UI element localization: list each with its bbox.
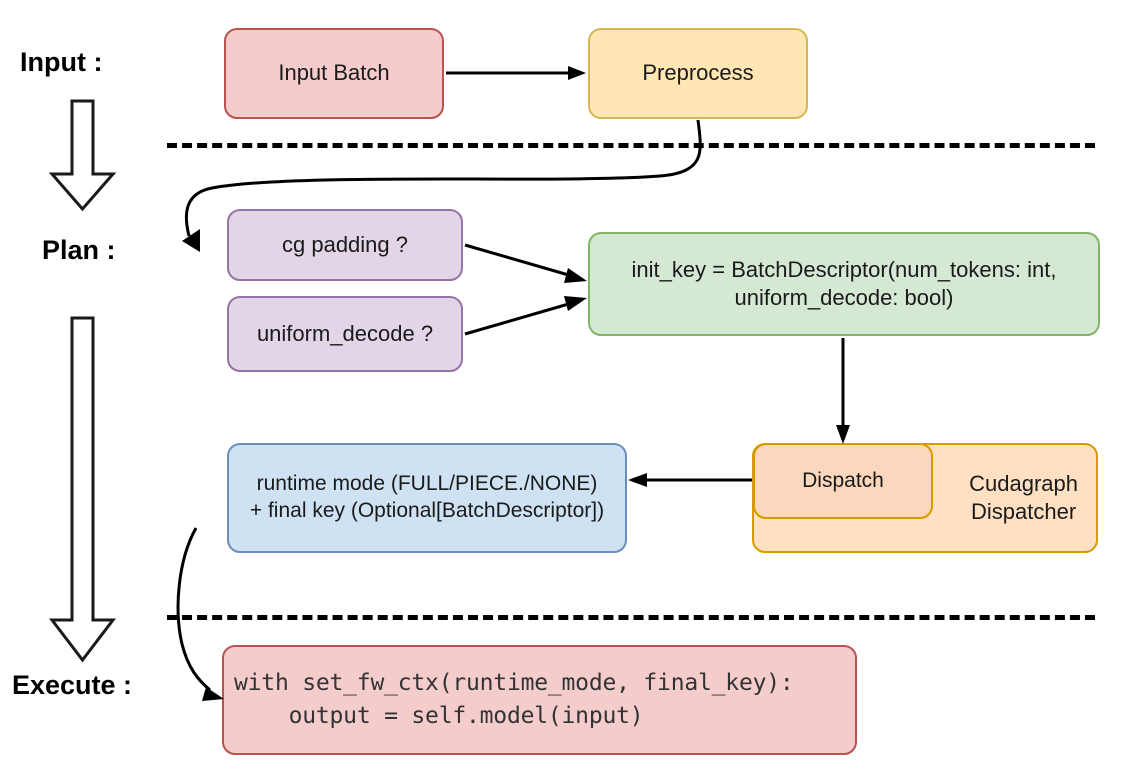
- node-runtime-mode[interactable]: runtime mode (FULL/PIECE./NONE) + final …: [227, 443, 627, 553]
- node-runtime-mode-label: runtime mode (FULL/PIECE./NONE) + final …: [249, 472, 605, 522]
- block-arrow-plan-to-execute: [48, 316, 117, 663]
- conn-input-batch-to-preprocess: [446, 66, 586, 80]
- node-uniform-decode-label: uniform_decode ?: [256, 320, 434, 346]
- node-dispatch[interactable]: Dispatch: [753, 443, 933, 519]
- conn-dispatch-to-runtime-mode: [628, 473, 752, 487]
- node-cudagraph-dispatcher-label: Cudagraph Dispatcher: [969, 470, 1078, 524]
- node-uniform-decode[interactable]: uniform_decode ?: [227, 296, 463, 372]
- node-preprocess[interactable]: Preprocess: [588, 28, 808, 119]
- conn-cg-padding-to-init-key: [464, 243, 587, 283]
- node-execute-code-label: with set_fw_ctx(runtime_mode, final_key)…: [234, 670, 794, 729]
- stage-label-plan: Plan :: [42, 235, 116, 265]
- stage-label-execute: Execute :: [12, 670, 133, 700]
- node-init-key-label: init_key = BatchDescriptor(num_tokens: i…: [631, 256, 1057, 310]
- node-input-batch[interactable]: Input Batch: [224, 28, 444, 119]
- node-cg-padding-label: cg padding ?: [282, 231, 408, 257]
- stage-label-input: Input :: [20, 47, 103, 77]
- block-arrow-input-to-plan: [48, 99, 117, 212]
- conn-init-key-to-dispatch: [836, 338, 850, 444]
- node-init-key[interactable]: init_key = BatchDescriptor(num_tokens: i…: [588, 232, 1100, 336]
- node-cg-padding[interactable]: cg padding ?: [227, 209, 463, 281]
- divider-plan-execute: [167, 615, 1095, 620]
- node-execute-code[interactable]: with set_fw_ctx(runtime_mode, final_key)…: [222, 645, 857, 755]
- node-preprocess-label: Preprocess: [642, 60, 754, 86]
- node-dispatch-label: Dispatch: [802, 468, 884, 492]
- conn-uniform-decode-to-init-key: [464, 296, 587, 336]
- divider-input-plan: [167, 143, 1095, 148]
- node-input-batch-label: Input Batch: [278, 60, 390, 86]
